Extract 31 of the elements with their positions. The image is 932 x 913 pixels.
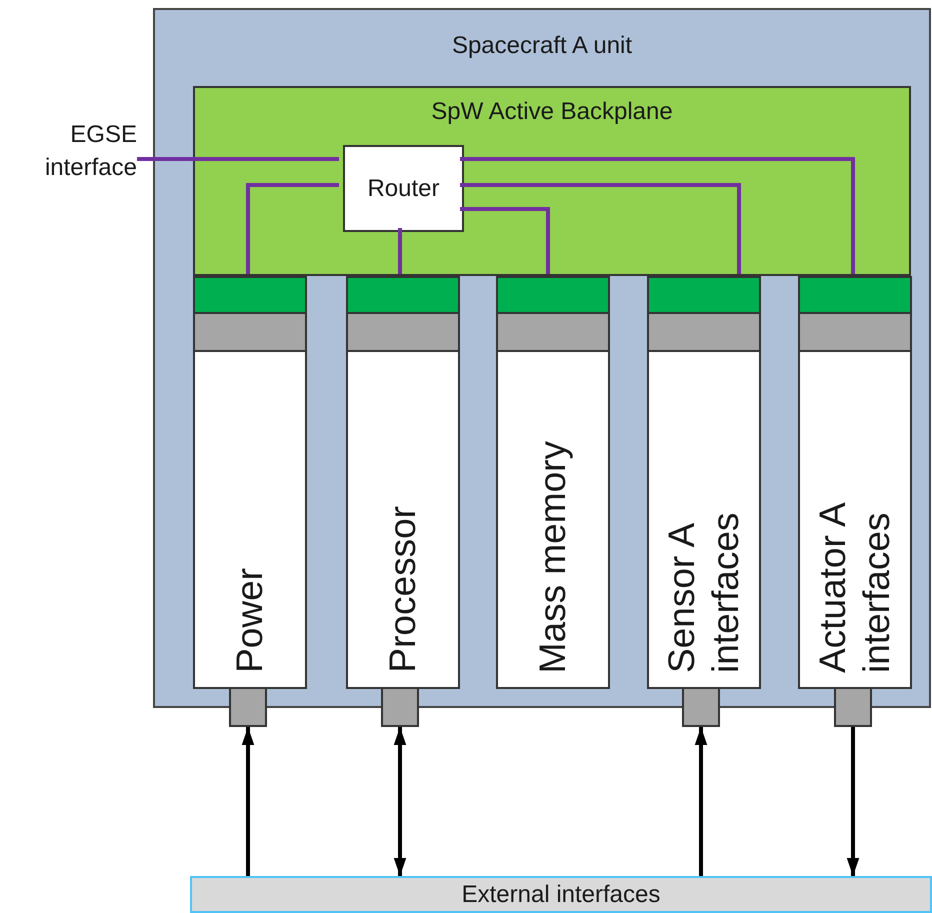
board-label: Mass memory xyxy=(531,440,574,673)
circuit-board xyxy=(496,276,610,689)
unit-title: Spacecraft A unit xyxy=(450,32,634,60)
backplane-panel xyxy=(193,86,911,276)
board-label: Processor xyxy=(381,506,424,673)
port-connector xyxy=(682,687,720,727)
circuit-board xyxy=(193,276,307,689)
board-label: Power xyxy=(228,568,271,673)
link-line xyxy=(398,228,402,274)
interface-label: EGSE interface xyxy=(40,118,137,188)
interface-bar: External interfaces xyxy=(190,876,932,913)
port-connector xyxy=(381,687,419,727)
link-line xyxy=(460,183,741,274)
circuit-board xyxy=(647,276,761,689)
link-line xyxy=(246,183,339,274)
circuit-board xyxy=(798,276,912,689)
board-label: Sensor A interfaces xyxy=(660,512,747,673)
router-box: Router xyxy=(343,145,464,232)
arrow xyxy=(242,727,254,876)
link-line xyxy=(460,207,550,274)
board-label: Actuator A interfaces xyxy=(811,502,898,673)
link-line xyxy=(460,157,855,274)
unit-panel xyxy=(153,8,931,708)
arrow xyxy=(694,727,708,876)
arrow xyxy=(394,727,406,876)
link-line xyxy=(137,157,339,161)
port-connector xyxy=(229,687,267,727)
arrow xyxy=(846,727,860,876)
circuit-board xyxy=(346,276,460,689)
port-connector xyxy=(834,687,872,727)
backplane-title: SpW Active Backplane xyxy=(430,98,674,126)
